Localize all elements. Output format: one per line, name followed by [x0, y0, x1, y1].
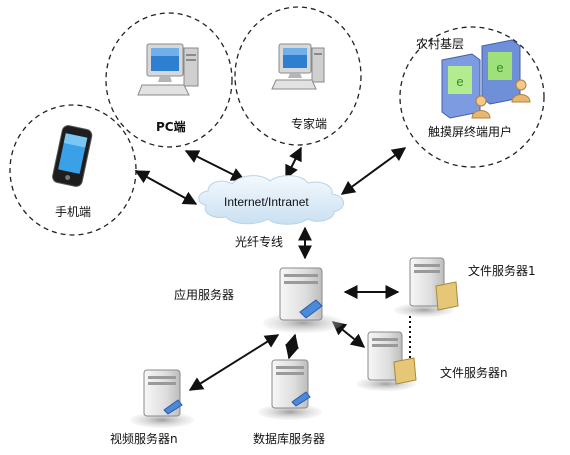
app-server-icon — [263, 267, 343, 333]
db-server-icon — [258, 359, 322, 420]
pc-computer-icon — [137, 43, 199, 96]
file-server-n-icon — [356, 331, 417, 391]
mobile-phone-icon — [52, 125, 93, 187]
link-mobile-internet — [134, 170, 198, 205]
internet-label: Internet/Intranet — [224, 195, 309, 209]
expert-zone — [234, 6, 362, 146]
video-server-label: 视频服务器n — [110, 431, 178, 446]
link-pc-internet — [184, 150, 246, 181]
expert-label: 专家端 — [291, 116, 327, 131]
video-server-icon — [130, 369, 194, 428]
link-app-video — [188, 334, 280, 391]
file-server-1-icon — [394, 257, 459, 317]
mobile-label: 手机端 — [55, 205, 91, 219]
link-expert-internet — [285, 146, 302, 180]
app-server-label: 应用服务器 — [174, 287, 234, 302]
pc-label: PC端 — [156, 119, 186, 134]
pc-zone — [105, 12, 233, 148]
rural-label: 农村基层 — [416, 37, 464, 51]
link-app-db — [285, 333, 299, 360]
file-server-n-label: 文件服务器n — [440, 365, 508, 380]
touch-zone — [399, 26, 545, 168]
mobile-zone — [9, 104, 137, 236]
link-touch-internet — [340, 147, 407, 195]
expert-computer-icon — [271, 43, 325, 90]
svg-text:e: e — [496, 60, 503, 75]
user-icon — [471, 79, 531, 119]
touch-user-label: 触摸屏终端用户 — [428, 124, 512, 139]
cloud-icon — [198, 175, 344, 225]
svg-text:e: e — [456, 74, 463, 89]
fiber-label: 光纤专线 — [235, 234, 283, 249]
db-server-label: 数据库服务器 — [253, 431, 325, 446]
file-server-1-label: 文件服务器1 — [468, 263, 536, 278]
touch-kiosk-icon: e e — [441, 39, 521, 119]
